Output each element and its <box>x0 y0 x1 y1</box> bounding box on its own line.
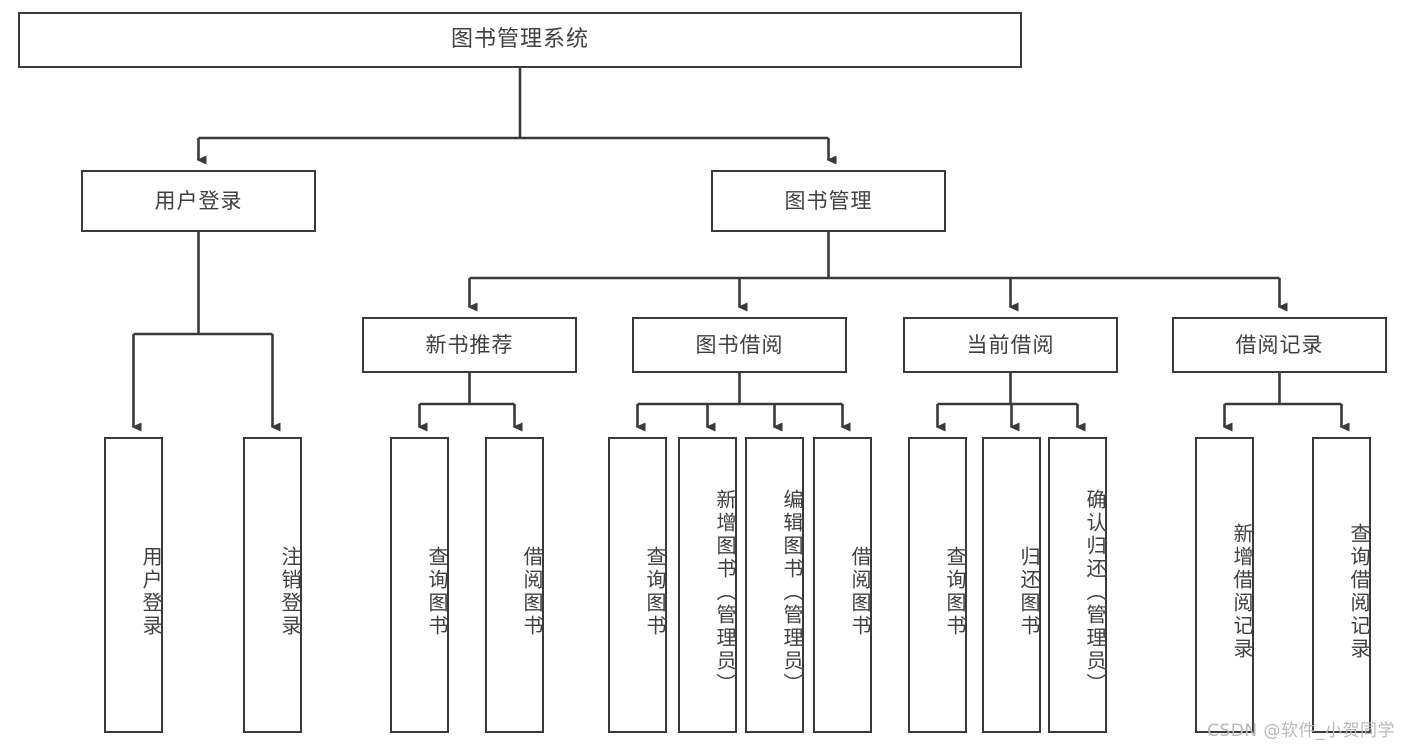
node-leaf-edit-book[interactable]: 编辑图书（管理员） <box>745 437 804 733</box>
node-leaf-user-login[interactable]: 用户登录 <box>104 437 163 733</box>
node-label: 新增图书（管理员） <box>713 488 737 696</box>
node-label: 归还图书 <box>1017 546 1041 638</box>
node-label: 当前借阅 <box>966 332 1055 357</box>
node-label: 借阅图书 <box>848 546 872 638</box>
node-leaf-return-book[interactable]: 归还图书 <box>982 437 1041 733</box>
node-leaf-query-book-1[interactable]: 查询图书 <box>390 437 449 733</box>
node-label: 确认归还（管理员） <box>1083 488 1107 696</box>
node-label: 查询图书 <box>943 546 967 638</box>
node-label: 用户登录 <box>139 546 163 638</box>
node-book-borrow[interactable]: 图书借阅 <box>632 317 847 373</box>
node-label: 注销登录 <box>278 546 302 638</box>
node-leaf-borrow-book-2[interactable]: 借阅图书 <box>813 437 872 733</box>
node-label: 查询图书 <box>643 546 667 638</box>
node-leaf-user-logout[interactable]: 注销登录 <box>243 437 302 733</box>
node-root[interactable]: 图书管理系统 <box>18 12 1022 68</box>
node-user-login[interactable]: 用户登录 <box>81 170 316 232</box>
node-label: 新书推荐 <box>425 332 514 357</box>
node-leaf-query-book-3[interactable]: 查询图书 <box>908 437 967 733</box>
node-leaf-add-book[interactable]: 新增图书（管理员） <box>678 437 737 733</box>
node-label: 借阅图书 <box>520 546 544 638</box>
node-book-manage[interactable]: 图书管理 <box>711 170 946 232</box>
node-leaf-query-book-2[interactable]: 查询图书 <box>608 437 667 733</box>
node-leaf-add-record[interactable]: 新增借阅记录 <box>1195 437 1254 733</box>
node-label: 新增借阅记录 <box>1230 523 1254 661</box>
node-label: 图书管理 <box>784 188 873 213</box>
node-current-borrow[interactable]: 当前借阅 <box>903 317 1118 373</box>
node-new-book-recommend[interactable]: 新书推荐 <box>362 317 577 373</box>
node-leaf-confirm-return[interactable]: 确认归还（管理员） <box>1048 437 1107 733</box>
node-root-label: 图书管理系统 <box>450 27 589 52</box>
node-label: 查询借阅记录 <box>1347 523 1371 661</box>
node-label: 借阅记录 <box>1235 332 1324 357</box>
node-borrow-record[interactable]: 借阅记录 <box>1172 317 1387 373</box>
node-label: 查询图书 <box>425 546 449 638</box>
watermark: CSDN @软件_小贺同学 <box>1207 721 1395 741</box>
node-label: 编辑图书（管理员） <box>780 488 804 696</box>
node-leaf-query-record[interactable]: 查询借阅记录 <box>1312 437 1371 733</box>
node-label: 用户登录 <box>154 188 243 213</box>
node-leaf-borrow-book-1[interactable]: 借阅图书 <box>485 437 544 733</box>
node-label: 图书借阅 <box>695 332 784 357</box>
